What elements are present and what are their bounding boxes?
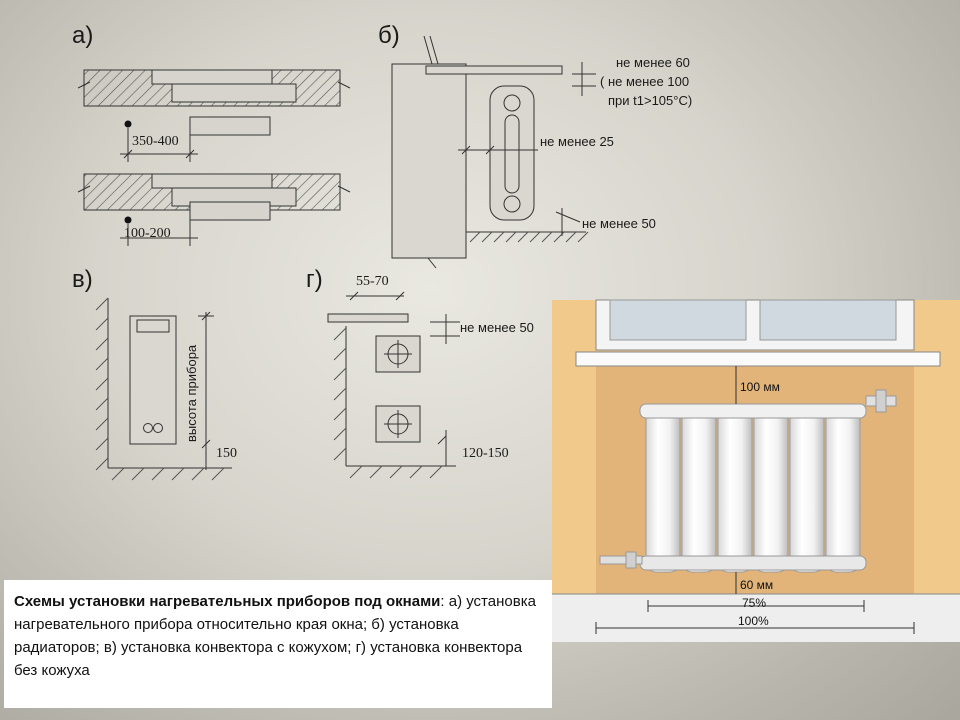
diagram-v-drawing	[95, 297, 232, 481]
dim-150: 150	[216, 446, 237, 461]
label-not-less-100: ( не менее 100	[600, 74, 690, 89]
caption-box: Схемы установки нагревательных приборов …	[4, 580, 552, 708]
dim-350-400: 350-400	[132, 134, 179, 149]
label-not-less-25: не менее 25	[540, 134, 614, 149]
caption-title: Схемы установки нагревательных приборов …	[14, 593, 441, 610]
label-not-less-50-b: не менее 50	[582, 216, 656, 231]
dim-55-70: 55-70	[356, 274, 389, 289]
photo-width-75: 75%	[742, 596, 767, 610]
diagram-g-drawing	[327, 291, 460, 479]
label-b: б)	[378, 22, 400, 49]
diagram-b-drawing	[391, 35, 596, 269]
dim-100-200: 100-200	[124, 226, 171, 241]
photo-gap-bottom: 60 мм	[740, 578, 774, 592]
label-a: а)	[72, 22, 94, 49]
label-not-less-50-g: не менее 50	[460, 320, 534, 335]
dim-120-150: 120-150	[462, 446, 509, 461]
label-temp-condition: при t1>105°C)	[608, 93, 693, 108]
label-v: в)	[72, 266, 93, 293]
diagram-a-drawing	[77, 69, 351, 246]
photo-width-100: 100%	[738, 614, 769, 628]
photo-gap-top: 100 мм	[740, 380, 780, 394]
label-not-less-60: не менее 60	[616, 55, 690, 70]
label-g: г)	[306, 266, 323, 293]
label-device-height: высота прибора	[184, 344, 199, 442]
caption-text: : а) установка нагревательного прибора о…	[14, 593, 536, 679]
radiator-illustration	[552, 299, 960, 642]
